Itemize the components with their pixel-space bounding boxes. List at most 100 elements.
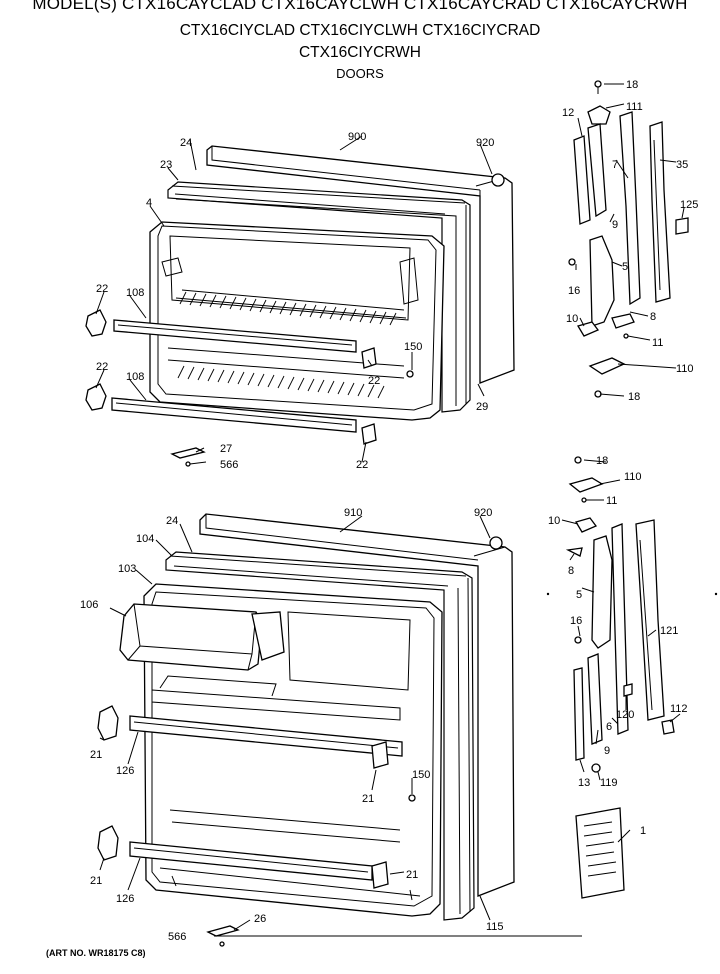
callout-9b: 9 — [604, 745, 610, 757]
callout-10b: 10 — [548, 515, 560, 527]
handle-5b — [591, 535, 613, 649]
callout-566a: 566 — [220, 459, 238, 471]
fresh-food-handle-hardware — [546, 456, 718, 899]
callout-920a: 920 — [476, 137, 494, 149]
screw-18c — [574, 456, 582, 464]
callout-21d: 21 — [90, 875, 102, 887]
callout-8b: 8 — [568, 565, 574, 577]
callout-8a: 8 — [650, 311, 656, 323]
shelf-support-21d — [371, 861, 389, 889]
callout-106: 106 — [80, 599, 98, 611]
screw-18a — [594, 80, 602, 88]
hinge-cover-27 — [170, 447, 206, 459]
callout-4: 4 — [146, 197, 152, 209]
callout-5b: 5 — [576, 589, 582, 601]
callout-150b: 150 — [412, 769, 430, 781]
callout-27: 27 — [220, 443, 232, 455]
shelf-support-21a — [97, 705, 119, 741]
plug-button-920b — [489, 536, 503, 550]
callout-121: 121 — [660, 625, 678, 637]
door-shelf-bar-126b — [129, 841, 373, 881]
callout-22b: 22 — [96, 361, 108, 373]
callout-112: 112 — [670, 703, 688, 715]
callout-126b: 126 — [116, 893, 134, 905]
callout-110b: 110 — [624, 471, 642, 483]
screw-11b — [581, 497, 587, 503]
callout-126a: 126 — [116, 765, 134, 777]
section-title: DOORS — [336, 66, 384, 81]
trim-strip-12 — [573, 135, 591, 225]
cap-8a — [611, 313, 635, 329]
trim-strip-13 — [573, 667, 585, 761]
cap-112 — [661, 719, 675, 735]
callout-16b: 16 — [570, 615, 582, 627]
freezer-upper-shelf-area — [169, 235, 411, 321]
hinge-10a — [577, 321, 600, 337]
callout-10a: 10 — [566, 313, 578, 325]
callout-24a: 24 — [180, 137, 192, 149]
callout-29: 29 — [476, 401, 488, 413]
callout-566b: 566 — [168, 931, 186, 943]
fresh-food-outer-door-panel — [199, 513, 515, 897]
cap-8b — [565, 547, 583, 557]
screw-16a — [568, 258, 576, 266]
callout-110a: 110 — [676, 363, 694, 375]
callout-18b: 18 — [628, 391, 640, 403]
handle-121 — [635, 519, 665, 721]
fresh-food-door-gasket — [165, 551, 475, 921]
callout-16a: 16 — [568, 285, 580, 297]
hinge-cover-26 — [206, 925, 240, 937]
shelf-support-21c — [371, 741, 389, 769]
freezer-door-liner — [149, 221, 445, 421]
handle-6 — [611, 523, 629, 735]
freezer-handle-hardware — [568, 80, 689, 398]
callout-21a: 21 — [90, 749, 102, 761]
callout-21c: 21 — [406, 869, 418, 881]
screw-11a — [623, 333, 629, 339]
callout-910: 910 — [344, 507, 362, 519]
callout-111: 111 — [626, 101, 643, 113]
callout-18c: 18 — [596, 455, 608, 467]
door-upper-compartment-right — [287, 611, 411, 691]
callout-920b: 920 — [474, 507, 492, 519]
callout-11b: 11 — [606, 495, 617, 507]
callout-22a: 22 — [96, 283, 108, 295]
callout-11a: 11 — [652, 337, 663, 349]
callout-35: 35 — [676, 159, 688, 171]
freezer-shelf-bar-lower — [111, 397, 357, 433]
freezer-shelf-bar-upper — [113, 319, 357, 353]
callout-7: 7 — [612, 159, 618, 171]
shelf-support-21b — [97, 825, 119, 861]
callout-120: 120 — [616, 709, 634, 721]
callout-115: 115 — [486, 921, 504, 933]
callout-1: 1 — [640, 825, 646, 837]
handle-5a — [589, 235, 615, 327]
plug-button-920 — [491, 173, 505, 187]
freezer-door-gasket — [167, 181, 471, 413]
callout-125: 125 — [680, 199, 698, 211]
shelf-support-22a — [85, 309, 107, 337]
callout-labels: 18 111 12 7 35 125 9 5 16 10 8 11 110 18… — [80, 79, 698, 943]
callout-104: 104 — [136, 533, 154, 545]
callout-leader-lines — [95, 83, 685, 937]
callout-5a: 5 — [622, 261, 628, 273]
callout-150a: 150 — [404, 341, 422, 353]
instruction-card-1 — [575, 807, 625, 899]
door-shelf-bar-126a — [129, 715, 403, 757]
shelf-support-22d — [361, 423, 377, 445]
hinge-110a — [588, 357, 626, 375]
hinge-10b — [575, 517, 598, 533]
callout-6: 6 — [606, 721, 612, 733]
fresh-food-door-assembly — [97, 513, 515, 947]
handle-cap-111 — [587, 105, 611, 125]
callout-18a: 18 — [626, 79, 638, 91]
callout-22c: 22 — [368, 375, 380, 387]
handle-7 — [619, 111, 641, 306]
handle-trim-9 — [587, 123, 607, 218]
callout-108b: 108 — [126, 371, 144, 383]
shelf-support-22b — [85, 383, 107, 411]
plug-150b — [408, 794, 416, 802]
callout-22d: 22 — [356, 459, 368, 471]
models-title-line-1: MODEL(S) CTX16CAYCLAD CTX16CAYCLWH CTX16… — [32, 0, 688, 13]
